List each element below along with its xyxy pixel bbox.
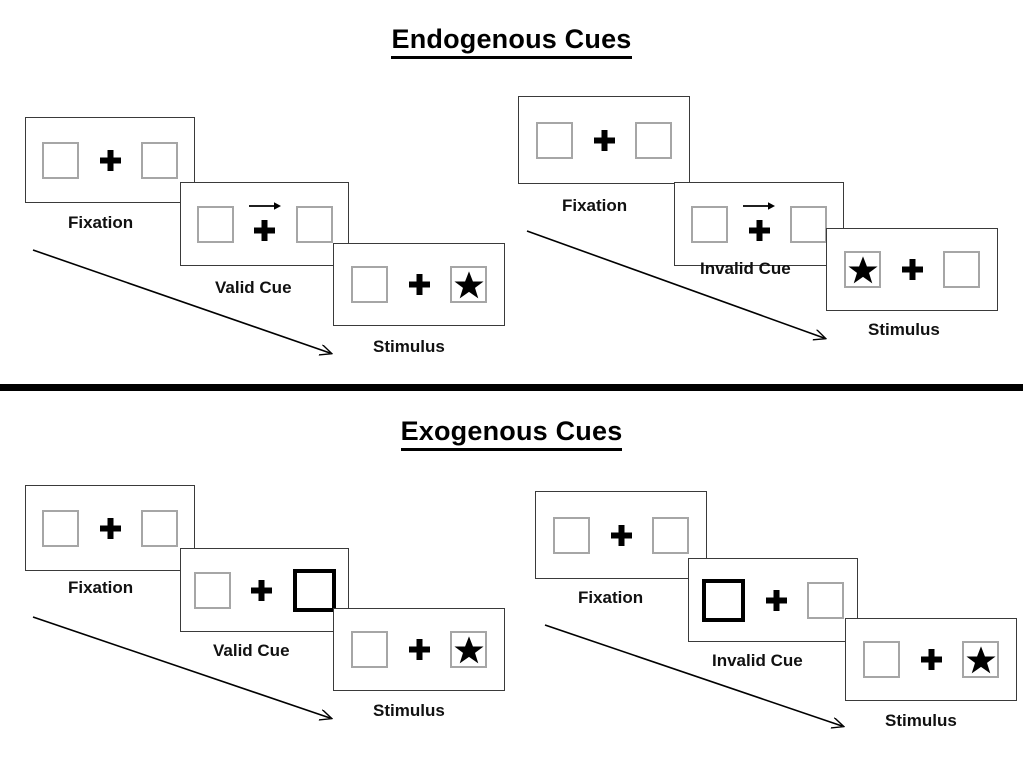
fixation-cross-icon bbox=[408, 274, 430, 295]
caption-endogenous-invalid-stimulus: Stimulus bbox=[868, 320, 940, 339]
fixation-area bbox=[900, 632, 962, 688]
fixation-area bbox=[79, 132, 141, 188]
caption-exogenous-valid-fixation: Fixation bbox=[68, 578, 134, 597]
panel-exogenous-invalid-fixation[interactable] bbox=[535, 491, 707, 579]
left-placeholder-box bbox=[536, 121, 573, 159]
fixation-area bbox=[573, 112, 635, 168]
fixation-cross-icon bbox=[920, 649, 942, 670]
left-placeholder-box bbox=[193, 571, 231, 609]
fixation-cross-icon bbox=[593, 129, 615, 151]
panel-content bbox=[181, 183, 348, 265]
panel-content bbox=[181, 549, 348, 631]
panel-endogenous-valid-stimulus[interactable] bbox=[333, 243, 505, 326]
fixation-cross-icon bbox=[99, 149, 121, 171]
fixation-area bbox=[590, 507, 652, 563]
right-target-box bbox=[450, 266, 487, 303]
star-target-icon bbox=[453, 635, 484, 663]
panel-content bbox=[827, 229, 997, 310]
left-cued-box bbox=[702, 578, 745, 622]
left-placeholder-box bbox=[42, 509, 79, 547]
panel-endogenous-invalid-fixation[interactable] bbox=[518, 96, 690, 184]
fixation-cross-icon bbox=[99, 517, 121, 539]
panel-endogenous-valid-fixation[interactable] bbox=[25, 117, 195, 203]
left-placeholder-box bbox=[196, 205, 234, 243]
arrow-right-cue-icon bbox=[743, 202, 775, 210]
arrow-right-cue-icon bbox=[248, 202, 281, 210]
panel-endogenous-invalid-cue[interactable] bbox=[674, 182, 844, 266]
panel-content bbox=[675, 183, 843, 265]
panel-exogenous-valid-cue[interactable] bbox=[180, 548, 349, 632]
fixation-area bbox=[231, 562, 293, 618]
right-placeholder-box bbox=[141, 509, 178, 547]
fixation-area bbox=[79, 500, 141, 556]
caption-exogenous-valid-cue: Valid Cue bbox=[213, 641, 290, 660]
fixation-cross-icon bbox=[610, 524, 632, 546]
panel-content bbox=[536, 492, 706, 578]
right-placeholder-box bbox=[141, 141, 178, 179]
right-placeholder-box bbox=[790, 205, 827, 243]
fixation-area bbox=[745, 572, 807, 628]
fixation-cross-icon bbox=[254, 219, 275, 241]
panel-exogenous-valid-fixation[interactable] bbox=[25, 485, 195, 571]
section-title-endogenous-text: Endogenous Cues bbox=[391, 24, 632, 60]
panel-endogenous-invalid-stimulus[interactable] bbox=[826, 228, 998, 311]
panel-content bbox=[26, 486, 194, 570]
fixation-area bbox=[881, 242, 943, 298]
cue-area bbox=[728, 196, 790, 252]
panel-content bbox=[334, 609, 504, 690]
cue-area bbox=[234, 196, 296, 252]
right-cued-box bbox=[292, 568, 336, 612]
left-placeholder-box bbox=[691, 205, 728, 243]
panel-content bbox=[846, 619, 1016, 700]
star-target-icon bbox=[965, 645, 996, 673]
right-target-box bbox=[962, 641, 999, 678]
caption-exogenous-valid-stimulus: Stimulus bbox=[373, 701, 445, 720]
right-placeholder-box bbox=[635, 121, 672, 159]
right-placeholder-box bbox=[652, 516, 689, 554]
left-placeholder-box bbox=[42, 141, 79, 179]
panel-content bbox=[519, 97, 689, 183]
fixation-cross-icon bbox=[251, 579, 272, 601]
left-target-box bbox=[844, 251, 881, 288]
panel-exogenous-invalid-stimulus[interactable] bbox=[845, 618, 1017, 701]
fixation-cross-icon bbox=[765, 589, 787, 611]
panel-content bbox=[334, 244, 504, 325]
panel-endogenous-valid-cue[interactable] bbox=[180, 182, 349, 266]
caption-endogenous-invalid-fixation: Fixation bbox=[562, 196, 628, 215]
panel-content bbox=[26, 118, 194, 202]
caption-exogenous-invalid-fixation: Fixation bbox=[578, 588, 644, 607]
right-placeholder-box bbox=[295, 205, 333, 243]
section-divider bbox=[0, 384, 1023, 391]
caption-exogenous-invalid-stimulus: Stimulus bbox=[885, 711, 957, 730]
left-placeholder-box bbox=[553, 516, 590, 554]
fixation-area bbox=[388, 622, 450, 678]
panel-content bbox=[689, 559, 857, 641]
fixation-area bbox=[388, 257, 450, 313]
caption-endogenous-valid-fixation: Fixation bbox=[68, 213, 134, 232]
right-placeholder-box bbox=[943, 251, 980, 288]
fixation-cross-icon bbox=[408, 639, 430, 660]
left-placeholder-box bbox=[351, 631, 388, 668]
caption-endogenous-valid-cue: Valid Cue bbox=[215, 278, 292, 297]
right-target-box bbox=[450, 631, 487, 668]
left-placeholder-box bbox=[351, 266, 388, 303]
section-title-exogenous: Exogenous Cues bbox=[0, 416, 1023, 452]
section-title-exogenous-text: Exogenous Cues bbox=[400, 416, 623, 452]
caption-exogenous-invalid-cue: Invalid Cue bbox=[712, 651, 803, 670]
panel-exogenous-valid-stimulus[interactable] bbox=[333, 608, 505, 691]
star-target-icon bbox=[453, 270, 484, 298]
caption-endogenous-valid-stimulus: Stimulus bbox=[373, 337, 445, 356]
right-placeholder-box bbox=[807, 581, 844, 619]
section-title-endogenous: Endogenous Cues bbox=[0, 24, 1023, 60]
fixation-cross-icon bbox=[748, 219, 770, 241]
caption-endogenous-invalid-cue: Invalid Cue bbox=[700, 259, 791, 278]
fixation-cross-icon bbox=[901, 259, 923, 280]
star-target-icon bbox=[847, 255, 878, 283]
panel-exogenous-invalid-cue[interactable] bbox=[688, 558, 858, 642]
left-placeholder-box bbox=[863, 641, 900, 678]
